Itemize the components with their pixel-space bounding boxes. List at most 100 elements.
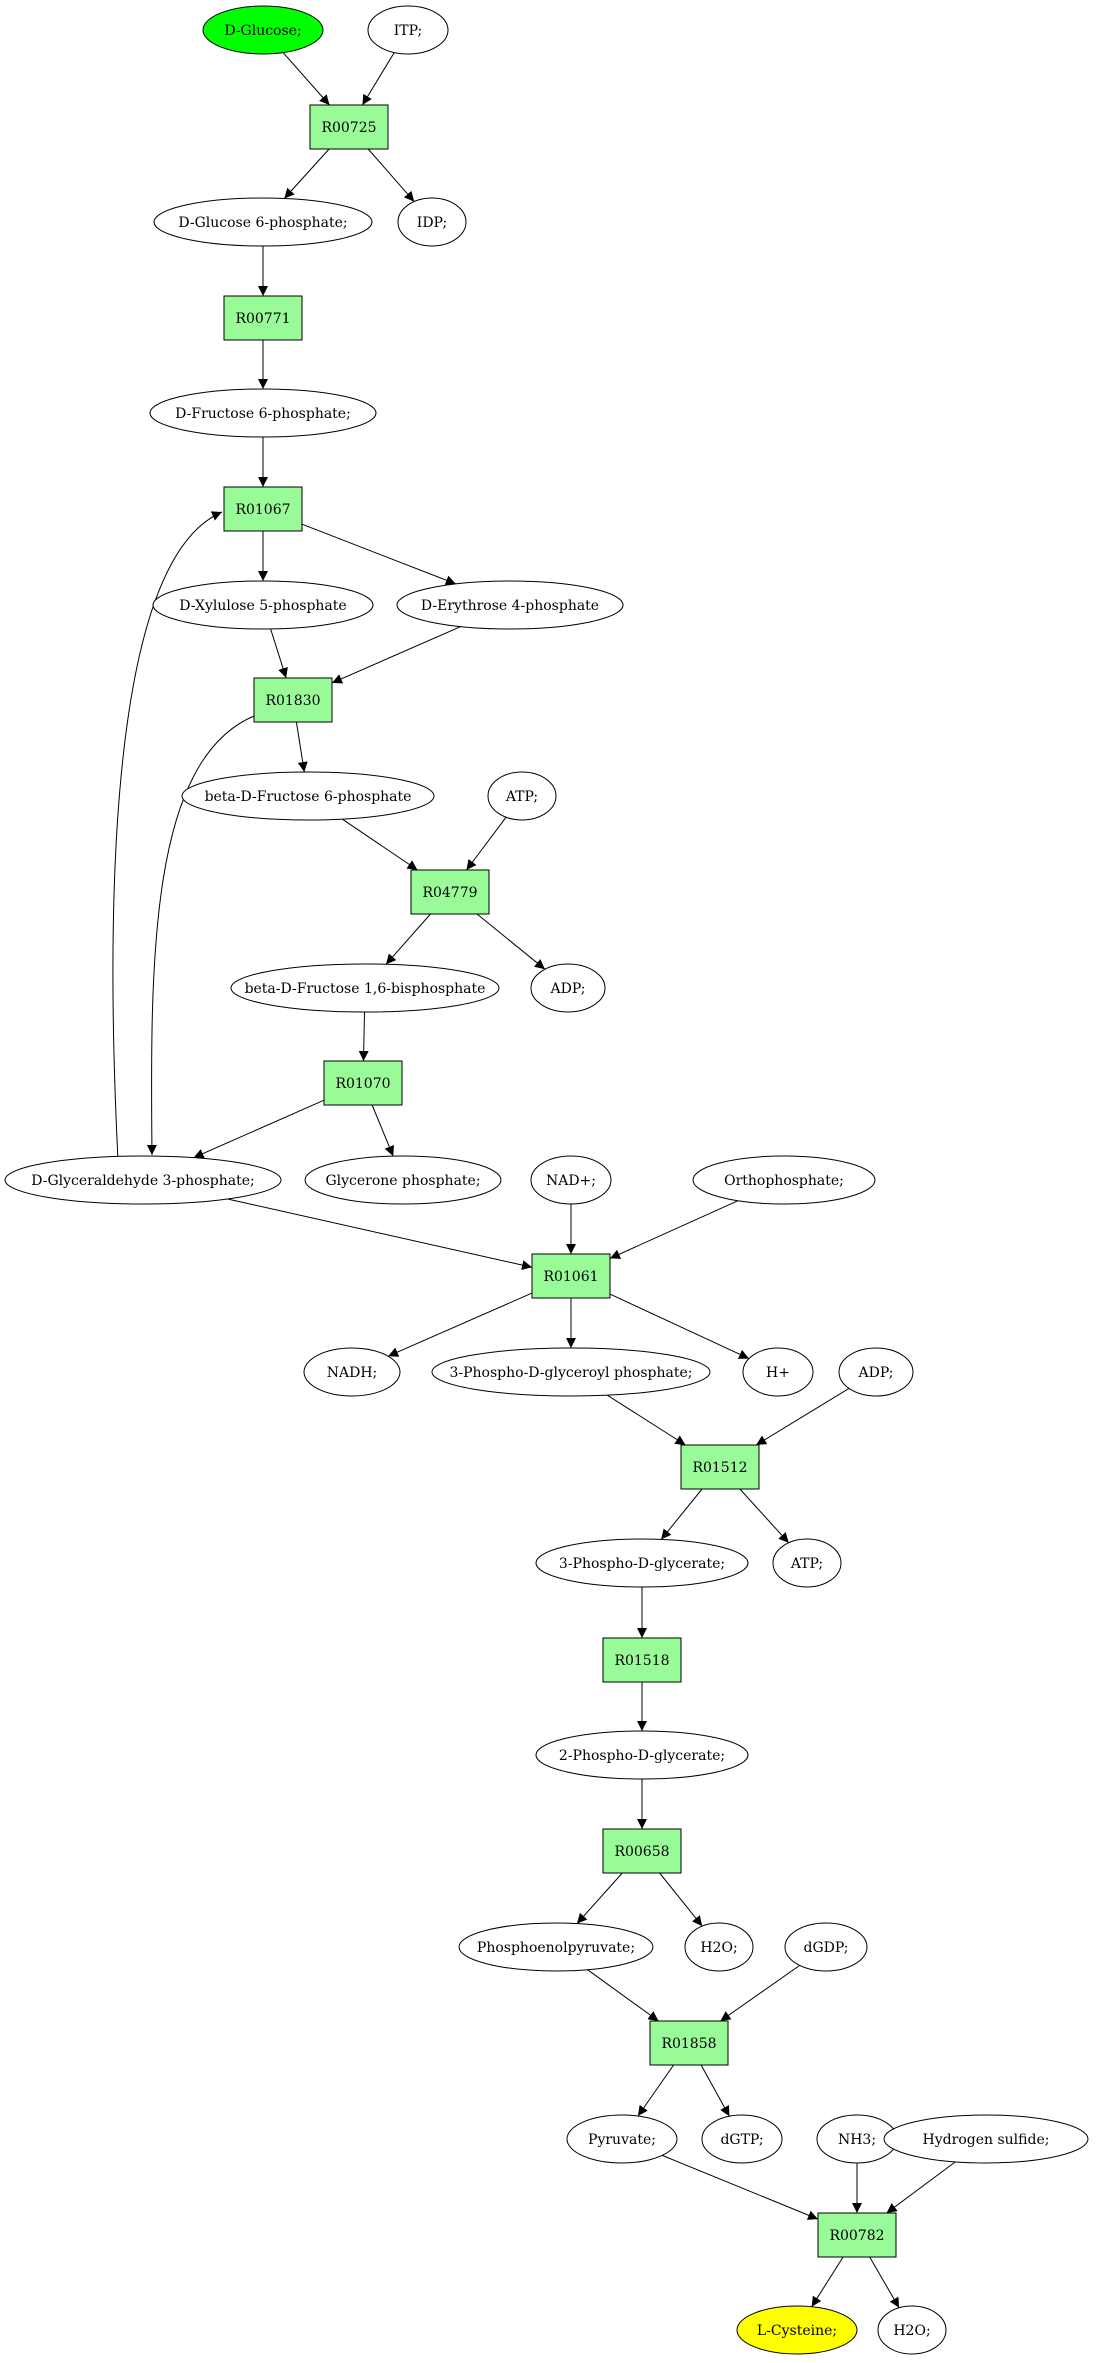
compound-ellipse xyxy=(367,5,449,55)
reaction-node-r00725: R00725 xyxy=(309,104,389,150)
compound-ellipse xyxy=(883,2114,1089,2164)
compound-node-dgtp: dGTP; xyxy=(701,2114,783,2164)
node-label: R00725 xyxy=(321,120,376,136)
compound-node-bf6p: beta-D-Fructose 6-phosphate xyxy=(181,771,435,821)
edge-r01830-to-bf6p xyxy=(295,721,308,773)
node-label: dGTP; xyxy=(720,2132,763,2148)
edge-x5p-to-r01830 xyxy=(270,628,288,679)
reaction-node-r01518: R01518 xyxy=(602,1637,682,1683)
edge-dgdp-to-r01858 xyxy=(720,1964,800,2022)
edge-g3p-to-r01061 xyxy=(227,1198,533,1270)
node-label: NH3; xyxy=(838,2132,876,2148)
node-label: H+ xyxy=(766,1365,790,1381)
compound-ellipse xyxy=(202,5,324,55)
reaction-node-r01830: R01830 xyxy=(253,677,333,723)
edge-g3p-to-r01067 xyxy=(112,511,223,1161)
node-label: Pyruvate; xyxy=(588,2132,656,2148)
edge-h2s-to-r00782 xyxy=(886,2161,956,2214)
node-label: R00782 xyxy=(829,2228,884,2244)
node-label: R01070 xyxy=(335,1076,390,1092)
node-label: R04779 xyxy=(422,885,477,901)
reaction-box xyxy=(680,1444,760,1490)
edge-fbp-to-r01070 xyxy=(358,1011,369,1062)
node-label: Glycerone phosphate; xyxy=(325,1173,480,1189)
compound-node-adp1: ADP; xyxy=(530,963,606,1013)
compound-ellipse xyxy=(149,388,377,438)
reaction-box xyxy=(602,1637,682,1683)
reaction-node-r00782: R00782 xyxy=(817,2212,897,2258)
node-label: D-Erythrose 4-phosphate xyxy=(421,598,599,614)
edge-bpg-to-r01512 xyxy=(607,1394,686,1446)
compound-ellipse xyxy=(772,1538,842,1588)
reaction-box xyxy=(223,295,303,341)
compound-node-nadh: NADH; xyxy=(303,1347,401,1397)
edge-r00782-to-h2o2 xyxy=(869,2256,900,2309)
reaction-box xyxy=(410,869,490,915)
compound-node-pyr: Pyruvate; xyxy=(566,2114,678,2164)
compound-node-g6p: D-Glucose 6-phosphate; xyxy=(153,197,373,247)
compound-node-nh3: NH3; xyxy=(816,2114,898,2164)
edge-r04779-to-adp1 xyxy=(476,913,546,970)
compound-ellipse xyxy=(530,963,606,1013)
node-label: Hydrogen sulfide; xyxy=(923,2132,1050,2148)
node-label: H2O; xyxy=(700,1940,737,1956)
reaction-node-r04779: R04779 xyxy=(410,869,490,915)
compound-ellipse xyxy=(535,1730,749,1780)
compound-ellipse xyxy=(152,580,374,630)
reaction-node-r01061: R01061 xyxy=(531,1253,611,1299)
compound-ellipse xyxy=(487,771,557,821)
compound-node-atp2: ATP; xyxy=(772,1538,842,1588)
edge-pyr-to-r00782 xyxy=(662,2154,819,2220)
node-label: L-Cysteine; xyxy=(757,2323,837,2339)
reaction-box xyxy=(817,2212,897,2258)
node-label: Phosphoenolpyruvate; xyxy=(477,1940,635,1956)
edge-adp2-to-r01512 xyxy=(755,1387,850,1446)
compound-ellipse xyxy=(431,1347,711,1397)
compound-ellipse xyxy=(304,1155,502,1205)
compound-node-h2o1: H2O; xyxy=(684,1922,754,1972)
node-label: D-Glucose 6-phosphate; xyxy=(178,215,347,231)
edge-r01512-to-atp2 xyxy=(739,1488,790,1544)
edge-r00658-to-h2o1 xyxy=(659,1872,703,1927)
edge-bf6p-to-r04779 xyxy=(341,818,418,871)
node-label: R01830 xyxy=(265,693,320,709)
compound-node-hplus: H+ xyxy=(742,1347,814,1397)
node-label: D-Glyceraldehyde 3-phosphate; xyxy=(31,1173,254,1189)
reaction-box xyxy=(602,1828,682,1874)
edge-r01067-to-e4p xyxy=(301,523,456,585)
compound-ellipse xyxy=(736,2305,858,2355)
compound-node-h2o2: H2O; xyxy=(877,2305,947,2355)
reaction-node-r01512: R01512 xyxy=(680,1444,760,1490)
edge-r00725-to-idp xyxy=(367,148,415,202)
reaction-node-r01067: R01067 xyxy=(223,486,303,532)
edge-r01858-to-pyr xyxy=(637,2064,675,2117)
edge-r01061-to-hplus xyxy=(609,1293,750,1360)
reaction-node-r00658: R00658 xyxy=(602,1828,682,1874)
compound-ellipse xyxy=(230,963,500,1013)
compound-ellipse xyxy=(303,1347,401,1397)
node-label: R01512 xyxy=(692,1460,747,1476)
node-label: H2O; xyxy=(893,2323,930,2339)
compound-ellipse xyxy=(784,1922,868,1972)
node-label: ADP; xyxy=(858,1365,894,1381)
reaction-box xyxy=(649,2020,729,2066)
node-label: D-Fructose 6-phosphate; xyxy=(175,406,351,422)
edge-r01858-to-dgtp xyxy=(700,2064,730,2117)
edge-r01061-to-nadh xyxy=(387,1292,533,1357)
compound-ellipse xyxy=(181,771,435,821)
compound-ellipse xyxy=(458,1922,654,1972)
compound-node-itp: ITP; xyxy=(367,5,449,55)
compound-node-pg3: 3-Phospho-D-glycerate; xyxy=(535,1538,749,1588)
compound-node-h2s: Hydrogen sulfide; xyxy=(883,2114,1089,2164)
node-label: 2-Phospho-D-glycerate; xyxy=(559,1748,725,1764)
edges-layer xyxy=(112,52,956,2309)
node-label: ATP; xyxy=(790,1556,823,1572)
compound-ellipse xyxy=(535,1538,749,1588)
compound-ellipse xyxy=(566,2114,678,2164)
edge-pi-to-r01061 xyxy=(609,1200,739,1259)
compound-ellipse xyxy=(742,1347,814,1397)
node-label: R01858 xyxy=(661,2036,716,2052)
edge-r01830-to-g3p xyxy=(146,715,255,1156)
node-label: R00771 xyxy=(235,311,290,327)
